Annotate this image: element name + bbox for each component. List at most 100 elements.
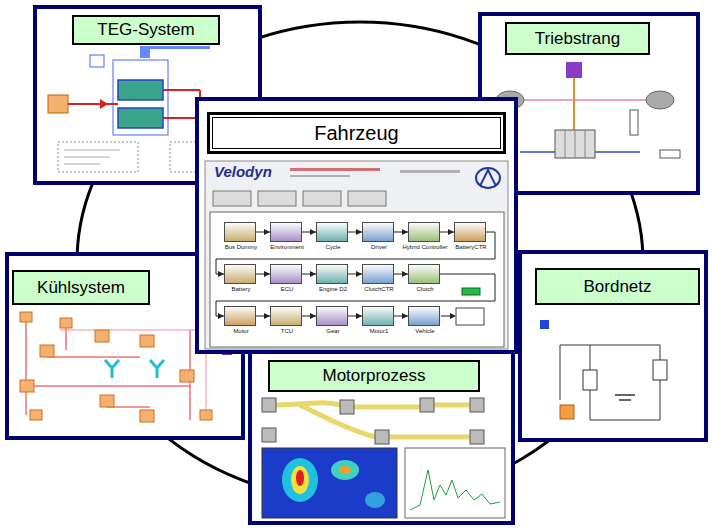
block-label: Bus Dummy: [225, 244, 258, 250]
block-label: ClutchCTR: [364, 286, 393, 292]
velodyn-screenshot: [400, 170, 460, 173]
model-block: ECU: [270, 264, 302, 284]
panel-heading: Kühlsystem: [37, 278, 125, 298]
motorprozess-thumbnail: [296, 470, 304, 486]
bordnetz-thumbnail: [560, 345, 660, 420]
kuehlsystem-thumbnail: [60, 330, 206, 410]
signal-connector: [256, 232, 270, 233]
system-panel: Motorprozess: [248, 350, 515, 525]
triebstrang-thumbnail: [573, 78, 575, 130]
motorprozess-thumbnail: [262, 428, 276, 442]
model-block: Gear: [316, 306, 348, 326]
title-box: Fahrzeug: [207, 112, 506, 154]
block-label: Cycle: [325, 244, 340, 250]
block-label-holder: Engine D2: [310, 286, 356, 292]
toolbar-button: [258, 191, 296, 206]
kuehlsystem-thumbnail: [20, 312, 212, 422]
kuehlsystem-thumbnail: [40, 345, 54, 357]
panel-heading: Bordnetz: [583, 277, 651, 297]
motorprozess-thumbnail: [410, 470, 500, 510]
teg-thumbnail: [150, 46, 210, 49]
bordnetz-thumbnail: [615, 395, 635, 400]
velodyn-screenshot: [441, 316, 451, 317]
toolbar-button: [213, 191, 251, 206]
motorprozess-thumbnail: [375, 430, 389, 444]
bordnetz-thumbnail: [540, 320, 667, 420]
teg-thumbnail: [140, 46, 150, 58]
panel-title: Fahrzeug: [314, 122, 399, 145]
block-label: BatteryCTR: [455, 244, 486, 250]
motorprozess-thumbnail: [262, 448, 397, 518]
signal-connector: [256, 316, 270, 317]
teg-thumbnail: [118, 80, 163, 100]
model-block: Engine D2: [316, 264, 348, 284]
kuehlsystem-thumbnail: [140, 410, 154, 422]
bordnetz-thumbnail: [560, 405, 574, 419]
signal-connector: [216, 274, 495, 316]
triebstrang-thumbnail: [496, 62, 680, 166]
model-block: Vehicle: [408, 306, 440, 326]
velodyn-screenshot: [456, 308, 484, 325]
block-label-holder: Driver: [356, 244, 402, 250]
panel-ground: [5, 5, 708, 525]
panel-heading: Motorprozess: [323, 366, 426, 386]
signal-connector: [302, 316, 316, 317]
velodyn-screenshot: [205, 161, 508, 349]
signal-connector: [440, 232, 454, 233]
panel-heading: TEG-System: [97, 20, 194, 40]
panel-ground: [518, 250, 708, 442]
bordnetz-thumbnail: [653, 360, 667, 380]
toolbar-button: [303, 191, 341, 206]
velodyn-screenshot: [290, 168, 380, 171]
panel-header: Triebstrang: [505, 22, 650, 55]
panel-header: TEG-System: [72, 15, 220, 45]
velodyn-screenshot: [290, 175, 350, 177]
triebstrang-thumbnail: [660, 150, 680, 158]
block-label: Vehicle: [415, 328, 434, 334]
triebstrang-thumbnail: [646, 91, 674, 109]
kuehlsystem-thumbnail: [95, 330, 109, 342]
kuehlsystem-thumbnail: [26, 322, 190, 420]
block-label-holder: Environment: [264, 244, 310, 250]
system-panel: Bordnetz: [518, 250, 708, 442]
teg-thumbnail: [64, 150, 120, 164]
block-label-holder: Bus Dummy: [218, 244, 264, 250]
signal-connector: [302, 274, 316, 275]
block-label-holder: Cycle: [310, 244, 356, 250]
block-label-holder: Gear: [310, 328, 356, 334]
motorprozess-thumbnail: [340, 400, 354, 414]
model-block: Hybrid Controller: [408, 222, 440, 242]
block-label-holder: BatteryCTR: [448, 244, 494, 250]
block-label-holder: Motor: [218, 328, 264, 334]
panel-ground: [248, 350, 515, 525]
triebstrang-thumbnail: [565, 130, 585, 158]
block-label: Battery: [231, 286, 250, 292]
kuehlsystem-thumbnail: [100, 395, 114, 407]
model-block: ClutchCTR: [362, 264, 394, 284]
motorprozess-thumbnail: [262, 398, 505, 518]
kuehlsystem-thumbnail: [200, 410, 212, 420]
model-block: Battery: [224, 264, 256, 284]
model-block: Motor: [224, 306, 256, 326]
teg-thumbnail: [113, 60, 168, 135]
teg-thumbnail: [58, 142, 138, 172]
signal-connector: [394, 232, 408, 233]
teg-thumbnail: [90, 55, 104, 67]
logo-mark: [476, 168, 500, 188]
motorprozess-thumbnail: [276, 403, 470, 437]
triebstrang-thumbnail: [520, 151, 640, 153]
triebstrang-thumbnail: [555, 130, 595, 158]
block-label: Engine D2: [319, 286, 347, 292]
block-label: Gear: [326, 328, 339, 334]
motorprozess-thumbnail: [420, 398, 434, 412]
model-block: Cycle: [316, 222, 348, 242]
signal-connector: [302, 232, 316, 233]
model-block: Driver: [362, 222, 394, 242]
velodyn-screenshot: [450, 313, 456, 319]
motorprozess-thumbnail: [365, 492, 385, 508]
block-label: TCU: [281, 328, 293, 334]
signal-connector: [348, 316, 362, 317]
block-label-holder: Motor1: [356, 328, 402, 334]
toolbar-button: [213, 191, 386, 206]
motorprozess-thumbnail: [470, 398, 484, 412]
